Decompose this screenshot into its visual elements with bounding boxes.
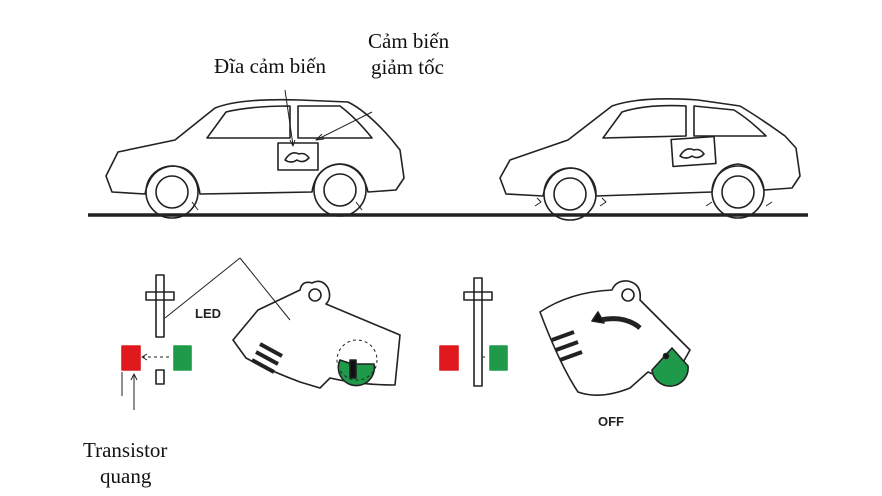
sensor-on (121, 257, 401, 410)
car-normal (105, 98, 405, 219)
disc-label: Đĩa cảm biến (214, 54, 326, 78)
led-green (173, 345, 192, 371)
sensor-disc-on (232, 280, 401, 389)
transistor-label-line2: quang (100, 464, 152, 488)
transistor-red (121, 345, 141, 371)
sensor-label-line2: giảm tốc (371, 55, 444, 79)
sensor-label-line1: Cảm biến (368, 29, 450, 53)
sensor-off (439, 277, 691, 396)
sensor-disc-off (539, 280, 691, 396)
off-label: OFF (598, 414, 624, 429)
transistor-label-line1: Transistor (83, 438, 168, 462)
car-braking (499, 98, 801, 221)
led-label: LED (195, 306, 221, 321)
